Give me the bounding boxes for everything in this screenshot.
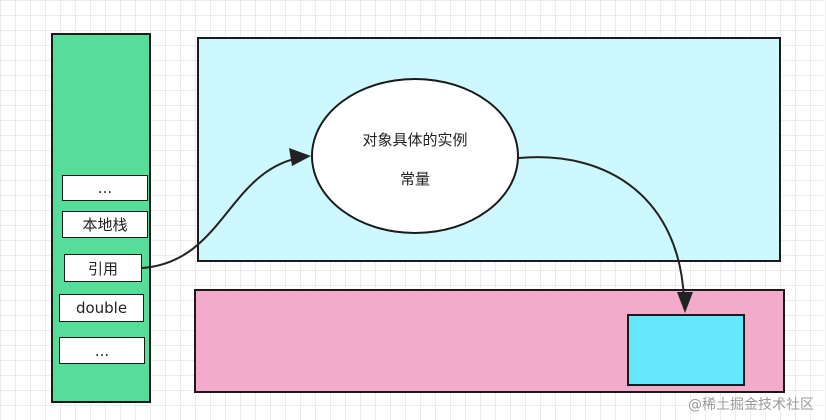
stack-slot-ellipsis-top[interactable]: ... [62,175,148,201]
watermark: @稀土掘金技术社区 [688,397,814,413]
method-area-block[interactable] [627,314,745,386]
stack-slot-double[interactable]: double [59,294,144,322]
stack-slot-ellipsis-bottom[interactable]: ... [59,337,145,364]
object-instance-label: 对象具体的实例 [362,131,468,149]
stack-slot-reference[interactable]: 引用 [64,254,142,282]
constant-label: 常量 [399,170,431,188]
stack-slot-native-stack[interactable]: 本地栈 [62,211,148,238]
object-instance-ellipse[interactable] [311,78,519,234]
